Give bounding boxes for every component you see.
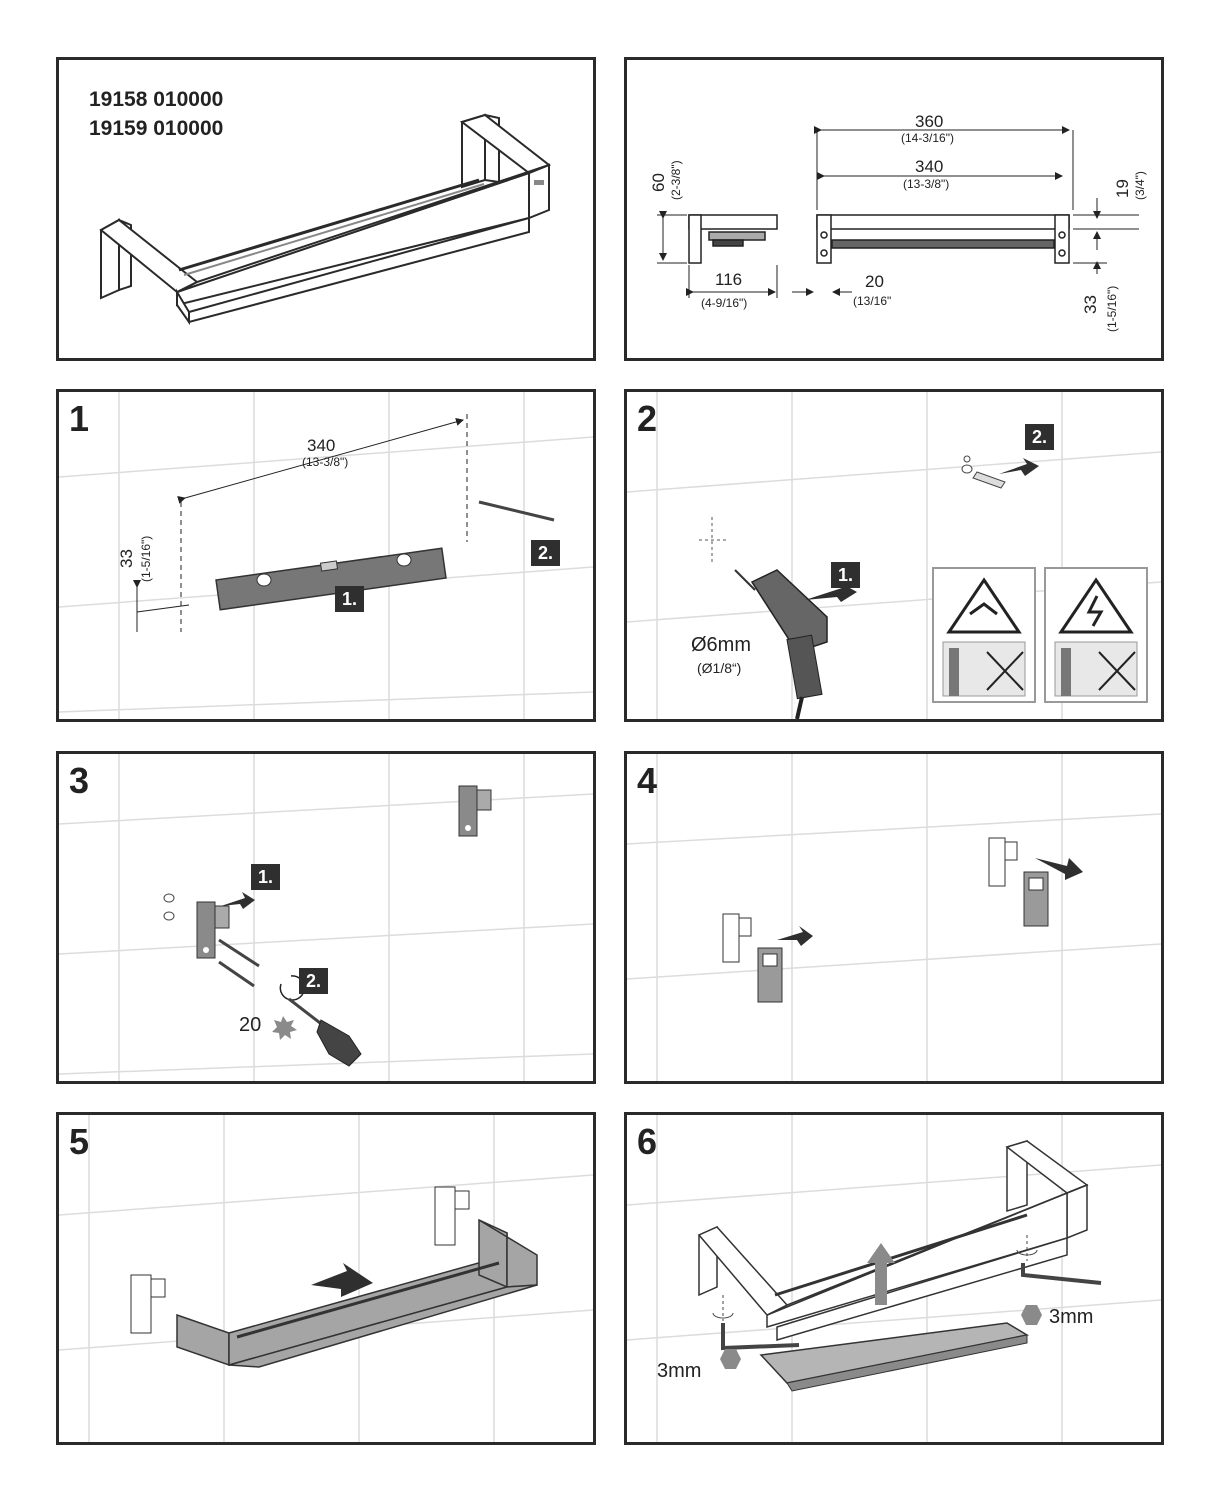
depth-inch-label: (4-9/16") (701, 296, 748, 310)
hole-drop-inch-label: (1-5/16") (1105, 285, 1119, 332)
depth-label: 116 (715, 270, 743, 289)
step-4-illustration (627, 754, 1161, 1081)
step-2-illustration (627, 392, 1161, 719)
height-inch-label: (2-3/8") (669, 160, 683, 200)
step-1-tag-1: 1. (335, 586, 365, 612)
step-1-dim-main-inch: (13-3/8") (302, 455, 349, 469)
step-4-panel: 4 (624, 751, 1164, 1084)
step-4-number: 4 (637, 760, 658, 801)
bracket-inch-label: (3/4") (1133, 171, 1147, 200)
bracket-label: 19 (1113, 179, 1132, 198)
step-3-number: 3 (69, 760, 90, 801)
step-6-illustration (627, 1115, 1161, 1442)
towel-rail-illustration (99, 113, 551, 326)
step-3-torx-size: 20 (239, 1014, 262, 1036)
step-2-drill-size-inch: (Ø1/8“) (697, 660, 742, 676)
hole-drop-label: 33 (1081, 295, 1100, 314)
step-6-panel: 6 3mm 3mm (624, 1112, 1164, 1445)
step-1-dim-main: 340 (307, 436, 336, 455)
step-1-tag-2: 2. (531, 540, 561, 566)
step-3-tag-1: 1. (251, 864, 281, 890)
total-length-inch-label: (14-3/16") (901, 131, 954, 145)
step-1-illustration (59, 392, 593, 719)
hole-distance-label: 340 (915, 157, 944, 176)
step-6-hex-right: 3mm (1049, 1306, 1094, 1328)
step-1-dim-side-inch: (1-5/16") (139, 535, 153, 582)
total-length-label: 360 (915, 112, 944, 131)
step-6-number: 6 (637, 1121, 658, 1162)
step-5-number: 5 (69, 1121, 90, 1162)
height-label: 60 (649, 173, 668, 192)
step-1-panel: 1 340 (13-3/8") 33 (1-5/16") 1. 2. (56, 389, 596, 722)
step-2-tag-2: 2. (1025, 424, 1055, 450)
step-5-panel: 5 (56, 1112, 596, 1445)
step-6-hex-left: 3mm (657, 1360, 702, 1382)
hole-distance-inch-label: (13-3/8") (903, 177, 950, 191)
step-2-number: 2 (637, 398, 658, 439)
dimensions-panel: 360 (14-3/16") 340 (13-3/8") 60 (2-3/8")… (624, 57, 1164, 361)
step-3-illustration (59, 754, 593, 1081)
step-5-illustration (59, 1115, 593, 1442)
step-1-number: 1 (69, 398, 90, 439)
wall-offset-label: 20 (865, 272, 884, 291)
step-3-tag-2: 2. (299, 968, 329, 994)
model-number-2: 19159 010000 (89, 117, 224, 140)
step-2-drill-size: Ø6mm (691, 634, 751, 656)
product-panel: 19158 010000 19159 010000 (56, 57, 596, 361)
dimension-drawing (657, 126, 1139, 298)
step-2-panel: 2 1. 2. Ø6mm (Ø1/8“) (624, 389, 1164, 722)
step-2-tag-1: 1. (831, 562, 861, 588)
step-3-panel: 3 1. 2. 20 (56, 751, 596, 1084)
model-number-1: 19158 010000 (89, 88, 224, 111)
step-1-dim-side: 33 (117, 549, 136, 568)
wall-offset-inch-label: (13/16" (853, 294, 892, 308)
